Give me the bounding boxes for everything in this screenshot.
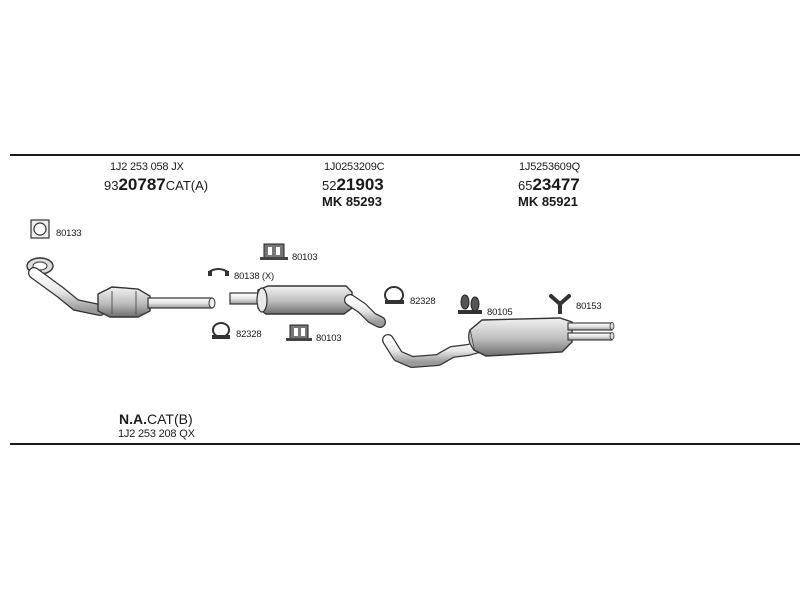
catalyst-code-main: 20787 bbox=[118, 175, 166, 194]
center-muffler-code-prefix: 52 bbox=[322, 178, 337, 193]
center-muffler-code-main: 21903 bbox=[336, 175, 384, 194]
bottom-divider bbox=[10, 443, 800, 445]
clamp-80138-icon bbox=[208, 268, 229, 276]
part-number-catalyst: 1J2 253 058 JX bbox=[110, 161, 184, 173]
label-80103-upper: 80103 bbox=[292, 252, 318, 263]
label-82328-left: 82328 bbox=[236, 329, 262, 340]
gasket-80133-icon bbox=[30, 219, 50, 239]
rear-muffler-code: 6523477 bbox=[518, 176, 580, 193]
label-80103-lower: 80103 bbox=[316, 333, 342, 344]
catalytic-converter-icon bbox=[26, 257, 216, 318]
label-80153: 80153 bbox=[576, 301, 602, 312]
label-80138: 80138 (X) bbox=[234, 271, 274, 282]
hanger-80103-upper-icon bbox=[260, 243, 288, 260]
bottom-code-suffix: CAT(B) bbox=[147, 411, 193, 427]
clamp-82328-right-icon bbox=[384, 286, 404, 304]
hanger-80153-icon bbox=[549, 294, 571, 314]
bottom-part-number: 1J2 253 208 QX bbox=[118, 428, 195, 440]
label-80133: 80133 bbox=[56, 228, 82, 239]
bottom-code-main: N.A. bbox=[119, 411, 147, 427]
label-80105: 80105 bbox=[487, 307, 513, 318]
label-82328-right: 82328 bbox=[410, 296, 436, 307]
center-muffler-mk: MK 85293 bbox=[322, 194, 382, 209]
center-muffler-icon bbox=[229, 285, 386, 328]
catalyst-code-prefix: 93 bbox=[104, 178, 119, 193]
hanger-80103-lower-icon bbox=[286, 324, 312, 341]
catalyst-code-suffix: CAT(A) bbox=[165, 178, 209, 193]
clamp-82328-left-icon bbox=[212, 322, 230, 339]
hanger-80105-icon bbox=[458, 294, 482, 314]
rear-muffler-icon bbox=[382, 317, 615, 368]
part-number-rear-muffler: 1J5253609Q bbox=[519, 161, 580, 173]
catalyst-code: 9320787CAT(A) bbox=[104, 176, 208, 193]
rear-muffler-code-prefix: 65 bbox=[518, 178, 533, 193]
rear-muffler-mk: MK 85921 bbox=[518, 194, 578, 209]
part-number-center-muffler: 1J0253209C bbox=[324, 161, 385, 173]
bottom-catalyst-code: N.A.CAT(B) bbox=[119, 412, 193, 426]
rear-muffler-code-main: 23477 bbox=[532, 175, 580, 194]
top-divider bbox=[10, 154, 800, 156]
center-muffler-code: 5221903 bbox=[322, 176, 384, 193]
